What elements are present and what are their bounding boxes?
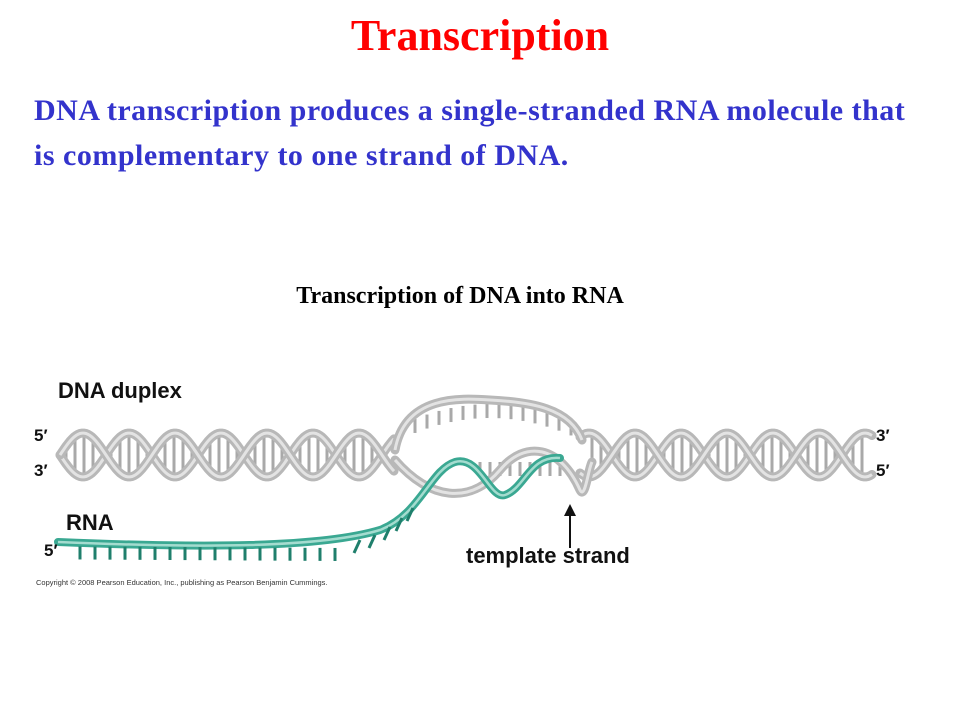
slide-body-text: DNA transcription produces a single-stra… xyxy=(34,94,906,172)
rna-base xyxy=(382,526,392,541)
dna-strand-highlight xyxy=(393,397,584,451)
dna-strand-highlight xyxy=(393,449,594,495)
rna-base xyxy=(352,539,362,554)
dna-strand-highlight xyxy=(579,431,873,479)
dna-strand-highlight xyxy=(579,431,873,479)
slide-title: Transcription xyxy=(350,11,610,60)
dna-right-top-end-label: 3′ xyxy=(876,426,890,445)
figure-caption: Transcription of DNA into RNA xyxy=(296,283,624,309)
dna-left-top-end-label: 5′ xyxy=(34,426,48,445)
rna-strand-group xyxy=(54,453,564,561)
rna-base xyxy=(394,517,404,532)
rna-end-label: 5′ xyxy=(44,541,58,560)
rna-label: RNA xyxy=(66,510,114,535)
dna-right-bottom-end-label: 5′ xyxy=(876,461,890,480)
dna-left-bottom-end-label: 3′ xyxy=(34,461,48,480)
rna-base xyxy=(405,507,415,522)
template-strand-label: template strand xyxy=(466,543,630,568)
dna-strand-highlight xyxy=(58,431,396,479)
template-strand-arrow xyxy=(564,504,576,548)
dna-strands xyxy=(55,394,877,498)
rna-base xyxy=(367,534,377,549)
rna-highlight xyxy=(57,456,561,547)
dna-duplex-label: DNA duplex xyxy=(58,378,183,403)
copyright-notice: Copyright © 2008 Pearson Education, Inc.… xyxy=(36,578,328,587)
